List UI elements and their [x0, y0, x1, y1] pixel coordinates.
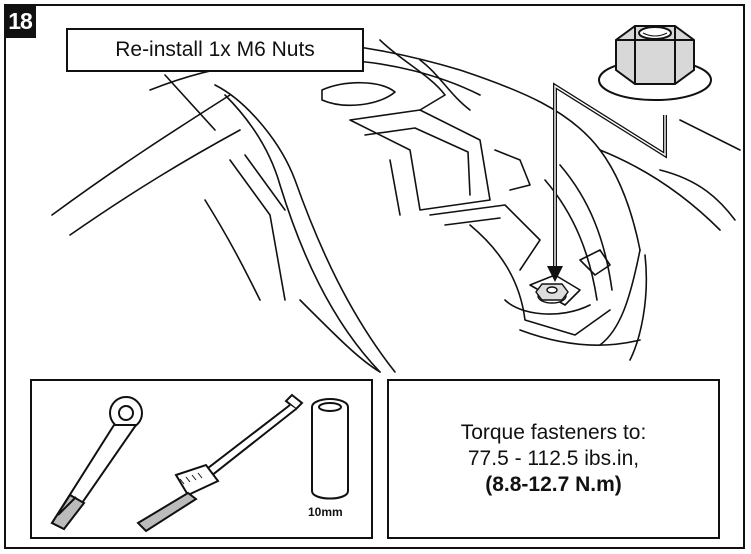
torque-spec-panel: Torque fasteners to: 77.5 - 112.5 ibs.in… — [387, 379, 720, 539]
torque-wrench-icon — [136, 393, 304, 533]
torque-imperial-value: 77.5 - 112.5 ibs.in, — [467, 447, 640, 470]
step-number-badge: 18 — [4, 4, 36, 38]
socket-size-label: 10mm — [308, 505, 343, 519]
torque-heading: Torque fasteners to: — [460, 421, 647, 444]
torque-metric-value: (8.8-12.7 N.m) — [485, 473, 622, 496]
ratchet-icon — [50, 396, 143, 531]
tools-panel: 10mm — [30, 379, 373, 539]
socket-icon — [311, 398, 349, 500]
step-caption: Re-install 1x M6 Nuts — [66, 28, 364, 72]
